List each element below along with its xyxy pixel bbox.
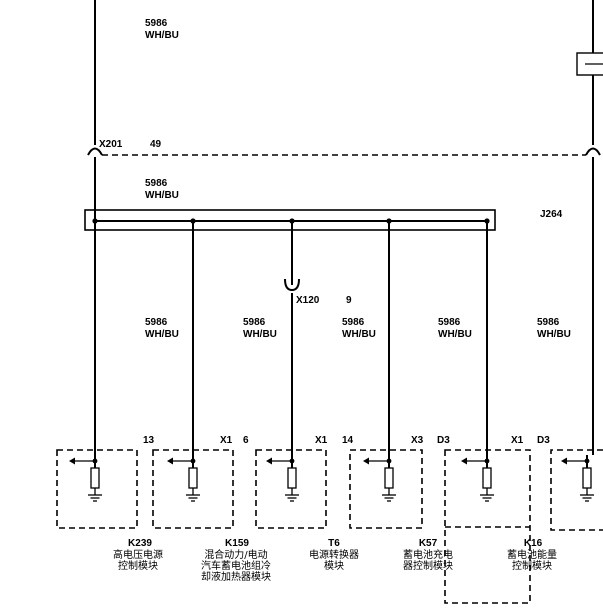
module-3-id: T6	[328, 538, 340, 549]
mid-wire-code: 5986	[145, 178, 168, 189]
module-3-desc-1: 电源转换器	[309, 548, 359, 561]
module-4-desc-2: 器控制模块	[403, 559, 453, 572]
module-2-pin: 6	[243, 435, 249, 446]
module-4-id: K57	[419, 538, 438, 549]
module-5-pin: D3	[537, 435, 550, 446]
module-4-connector: X3	[411, 435, 424, 446]
terminal-arrow-head-2	[167, 457, 173, 465]
module-box-k16	[444, 449, 531, 604]
module-3-connector: X1	[315, 435, 328, 446]
module-box-k57	[349, 449, 423, 529]
module-box-k239	[56, 449, 138, 529]
module-5-desc-2: 控制模块	[512, 559, 552, 572]
module-5-connector: X1	[511, 435, 524, 446]
terminal-resistor-5	[482, 467, 492, 489]
terminal-arrow-head-6	[561, 457, 567, 465]
x201-connector-symbol-right	[585, 147, 601, 156]
branch-1-color: WH/BU	[145, 329, 179, 340]
module-5-id: K16	[524, 538, 543, 549]
module-1-desc-1: 高电压电源	[113, 548, 163, 561]
branch-1-code: 5986	[145, 317, 168, 328]
terminal-arrow-head-5	[461, 457, 467, 465]
module-2-desc-1: 混合动力/电动	[204, 548, 267, 561]
module-2-id: K159	[225, 538, 249, 549]
terminal-resistor-1	[90, 467, 100, 489]
x201-label: X201	[99, 139, 123, 150]
module-box-t6	[255, 449, 327, 529]
module-1-desc-2: 控制模块	[118, 559, 158, 572]
terminal-node-1	[92, 458, 98, 464]
module-4-pin: D3	[437, 435, 450, 446]
branch-2-color: WH/BU	[243, 329, 277, 340]
module-2-connector: X1	[220, 435, 233, 446]
x120-label: X120	[296, 295, 320, 306]
module-5-desc-1: 蓄电池能量	[507, 548, 557, 561]
terminal-arrow-head-1	[69, 457, 75, 465]
module-box-k159	[152, 449, 234, 529]
x201-pin: 49	[150, 139, 162, 150]
branch-5-color: WH/BU	[537, 329, 571, 340]
top-wire-color: WH/BU	[145, 30, 179, 41]
module-2-desc-3: 却液加热器模块	[201, 570, 271, 583]
terminal-arrow-head-3	[266, 457, 272, 465]
terminal-node-6	[584, 458, 590, 464]
branch-3-color: WH/BU	[342, 329, 376, 340]
terminal-node-4	[386, 458, 392, 464]
module-1-pin: 13	[143, 435, 155, 446]
splice-box	[84, 209, 496, 231]
terminal-arrow-head-4	[363, 457, 369, 465]
module-box-right	[550, 449, 603, 531]
branch-4-code: 5986	[438, 317, 461, 328]
terminal-node-5	[484, 458, 490, 464]
module-4-desc-1: 蓄电池充电	[403, 548, 453, 561]
branch-3-code: 5986	[342, 317, 365, 328]
module-terminals	[69, 455, 594, 502]
module-2-desc-2: 汽车蓄电池组冷	[201, 559, 271, 572]
terminal-resistor-2	[188, 467, 198, 489]
mid-wire-color: WH/BU	[145, 190, 179, 201]
terminal-resistor-4	[384, 467, 394, 489]
splice-dot-1	[92, 218, 98, 224]
x120-pin: 9	[346, 295, 352, 306]
module-1-id: K239	[128, 538, 152, 549]
splice-label: J264	[540, 209, 563, 220]
branch-4-color: WH/BU	[438, 329, 472, 340]
terminal-node-3	[289, 458, 295, 464]
branch-2-code: 5986	[243, 317, 266, 328]
terminal-resistor-3	[287, 467, 297, 489]
x201-connector-symbol	[87, 147, 103, 156]
module-3-desc-2: 模块	[324, 560, 344, 572]
module-3-pin: 14	[342, 435, 354, 446]
top-wire-code: 5986	[145, 18, 168, 29]
branch-5-code: 5986	[537, 317, 560, 328]
terminal-node-2	[190, 458, 196, 464]
terminal-resistor-6	[582, 467, 592, 489]
x120-connector-symbol	[284, 278, 300, 292]
